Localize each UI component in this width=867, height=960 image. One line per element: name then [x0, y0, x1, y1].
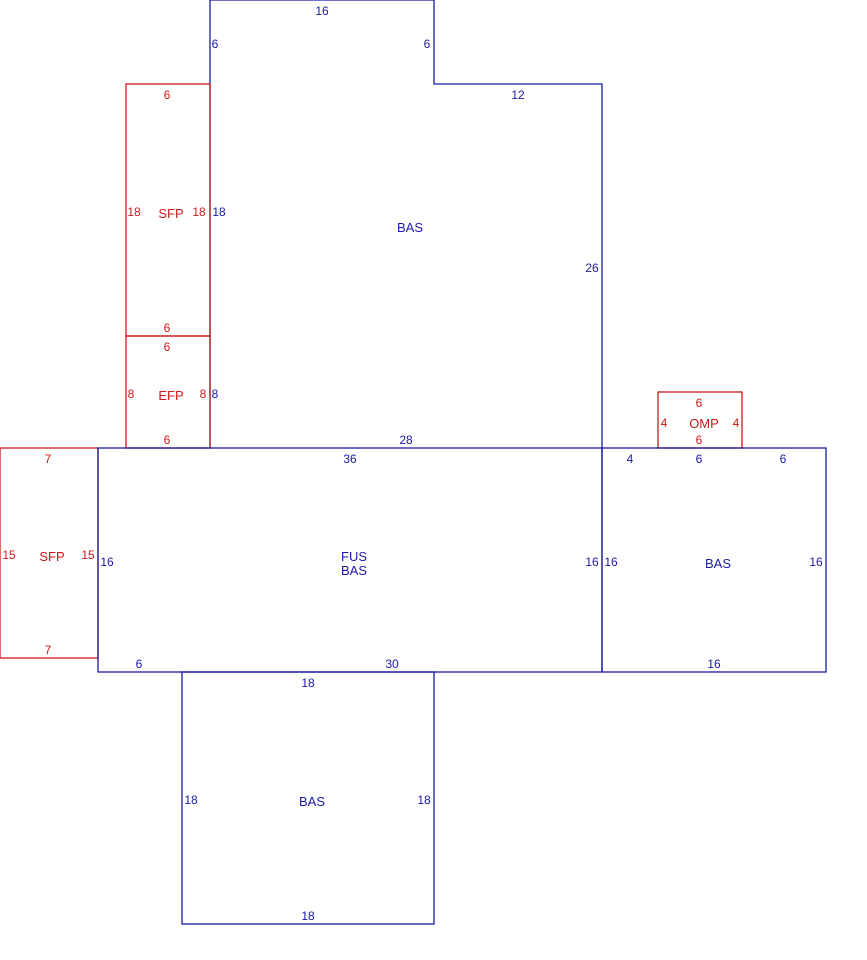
dimension-label: 4 [661, 416, 668, 430]
area-code-label: BAS [705, 556, 731, 571]
area-code-label: BAS [341, 563, 367, 578]
dimension-label: 15 [81, 548, 95, 562]
dimension-label: 18 [127, 205, 141, 219]
dimension-label: 28 [399, 433, 413, 447]
dimension-label: 6 [424, 37, 431, 51]
dimension-label: 18 [301, 909, 315, 923]
area-code-label: SFP [39, 549, 64, 564]
dimension-label: 6 [696, 452, 703, 466]
dimension-label: 7 [45, 643, 52, 657]
area-code-label: OMP [689, 416, 719, 431]
area-code-label: FUS [341, 549, 367, 564]
dimension-label: 18 [301, 676, 315, 690]
dimension-label: 6 [136, 657, 143, 671]
dimension-label: 16 [100, 555, 114, 569]
dimension-label: 6 [164, 340, 171, 354]
dimension-label: 8 [212, 387, 219, 401]
area-code-label: BAS [397, 220, 423, 235]
area-code-label: EFP [158, 388, 183, 403]
dimension-label: 7 [45, 452, 52, 466]
dimension-label: 36 [343, 452, 357, 466]
area-code-label: BAS [299, 794, 325, 809]
area-code-label: SFP [158, 206, 183, 221]
dimension-label: 30 [385, 657, 399, 671]
dimension-label: 16 [707, 657, 721, 671]
area-outline-bas-right [601, 447, 827, 673]
dimension-label: 6 [696, 433, 703, 447]
dimension-label: 16 [585, 555, 599, 569]
dimension-label: 16 [604, 555, 618, 569]
dimension-label: 15 [2, 548, 16, 562]
dimension-label: 4 [733, 416, 740, 430]
dimension-label: 6 [696, 396, 703, 410]
dimension-label: 6 [164, 321, 171, 335]
dimension-label: 4 [627, 452, 634, 466]
dimension-label: 8 [200, 387, 207, 401]
dimension-label: 12 [511, 88, 525, 102]
area-outline-bas-main [209, 0, 603, 448]
dimension-label: 16 [315, 4, 329, 18]
dimension-label: 18 [212, 205, 226, 219]
dimension-label: 6 [164, 433, 171, 447]
dimension-label: 18 [417, 793, 431, 807]
dimension-label: 6 [780, 452, 787, 466]
dimension-label: 6 [164, 88, 171, 102]
area-outline-bas-bottom [181, 671, 435, 925]
dimension-label: 8 [128, 387, 135, 401]
dimension-label: 18 [184, 793, 198, 807]
dimension-label: 18 [192, 205, 206, 219]
dimension-label: 16 [809, 555, 823, 569]
dimension-label: 26 [585, 261, 599, 275]
dimension-label: 6 [212, 37, 219, 51]
